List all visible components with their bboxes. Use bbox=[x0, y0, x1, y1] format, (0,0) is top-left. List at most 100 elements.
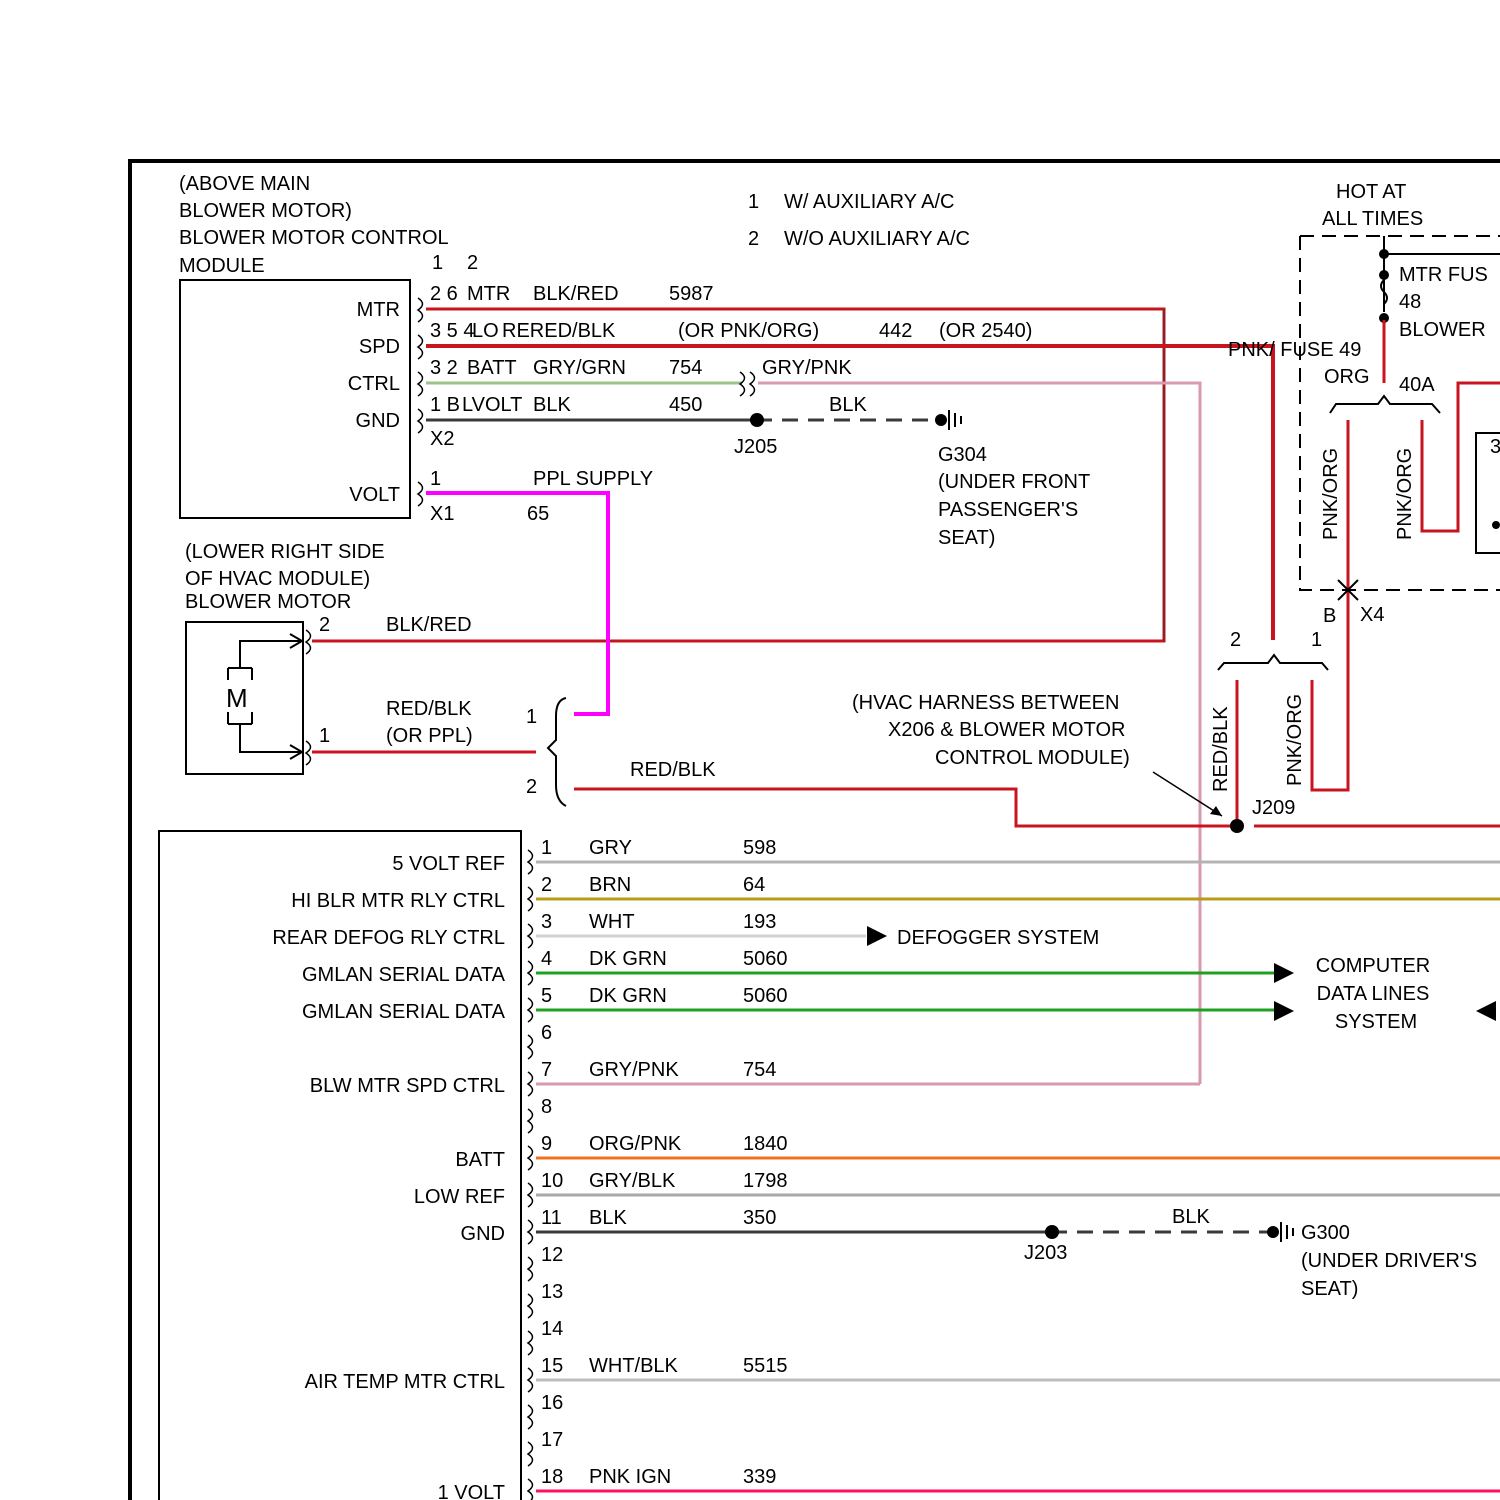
hvac-wire-color: ORG/PNK bbox=[589, 1133, 682, 1155]
hvac-connector-mark bbox=[528, 1220, 533, 1244]
connector-x4-label: X4 bbox=[1360, 604, 1384, 626]
partial-component-label: 3 bbox=[1490, 436, 1500, 458]
wire-gnd-circuit: 450 bbox=[669, 394, 702, 416]
blower-motor-location-1: (LOWER RIGHT SIDE bbox=[185, 541, 385, 563]
blower-connector-pin-2: 2 bbox=[526, 776, 537, 798]
hvac-pin-number: 15 bbox=[541, 1355, 563, 1377]
harness-note-arrowhead bbox=[1210, 806, 1222, 816]
harness-bracket bbox=[1218, 655, 1328, 670]
connector-b-label: B bbox=[1323, 605, 1336, 627]
bmcm-pin-mtr: MTR bbox=[357, 299, 400, 321]
fuse-hot-line1: HOT AT bbox=[1336, 181, 1406, 203]
fuse-48-dot-top bbox=[1379, 270, 1389, 280]
g300-name: G300 bbox=[1301, 1222, 1350, 1244]
hvac-pin-label: REAR DEFOG RLY CTRL bbox=[272, 927, 505, 949]
hvac-pin-label: LOW REF bbox=[414, 1186, 505, 1208]
blower-motor-connector-marks bbox=[306, 630, 311, 765]
fuse-org-label: ORG bbox=[1324, 366, 1370, 388]
hvac-pin-label: AIR TEMP MTR CTRL bbox=[305, 1371, 505, 1393]
hvac-connector-mark bbox=[528, 850, 533, 874]
hvac-connector-mark bbox=[528, 998, 533, 1022]
hvac-pin-label: HI BLR MTR RLY CTRL bbox=[291, 890, 505, 912]
blower-motor-pin-2: 2 bbox=[319, 614, 330, 636]
hvac-connector-mark bbox=[528, 961, 533, 985]
fuse-40a-label: 40A bbox=[1399, 374, 1435, 396]
bmcm-location-line2: BLOWER MOTOR) bbox=[179, 200, 352, 222]
splice-j209-label: J209 bbox=[1252, 797, 1295, 819]
wire-spd-pins: 3 5 4 bbox=[430, 320, 474, 342]
hvac-row: 6 bbox=[528, 1022, 552, 1059]
hvac-wire-circuit: 1798 bbox=[743, 1170, 788, 1192]
wire-spd-alt-color: (OR PNK/ORG) bbox=[678, 320, 819, 342]
splice-j205-dot bbox=[750, 413, 764, 427]
hvac-pin-label: BLW MTR SPD CTRL bbox=[310, 1075, 505, 1097]
harness-pin-1: 1 bbox=[1311, 629, 1322, 651]
wire-ctrl-color: GRY/GRN bbox=[533, 357, 626, 379]
harness-note-line1: (HVAC HARNESS BETWEEN bbox=[852, 692, 1119, 714]
g304-location-1: (UNDER FRONT bbox=[938, 471, 1090, 493]
hvac-pin-number: 16 bbox=[541, 1392, 563, 1414]
blower-motor-leads bbox=[240, 641, 303, 752]
hvac-pin-number: 10 bbox=[541, 1170, 563, 1192]
wire-gnd-pins: 1 B bbox=[430, 394, 460, 416]
hvac-wire-circuit: 5515 bbox=[743, 1355, 788, 1377]
hvac-connector-mark bbox=[528, 887, 533, 911]
inline-connector-mark bbox=[740, 372, 755, 396]
hvac-pin-number: 8 bbox=[541, 1096, 552, 1118]
hvac-connector-mark bbox=[528, 1072, 533, 1096]
hvac-connector-mark bbox=[528, 1479, 533, 1500]
data-lines-label-3: SYSTEM bbox=[1335, 1011, 1417, 1033]
hvac-wire-circuit: 598 bbox=[743, 837, 776, 859]
ground-g300-dot bbox=[1267, 1226, 1279, 1238]
fuse-mtr-label: MTR FUS bbox=[1399, 264, 1488, 286]
connector-mark-mtr bbox=[418, 298, 423, 322]
hvac-connector-mark bbox=[528, 1368, 533, 1392]
hvac-pin-number: 1 bbox=[541, 837, 552, 859]
hvac-row: 12 bbox=[528, 1244, 563, 1281]
harness-pnk-org-label: PNK/ORG bbox=[1284, 694, 1306, 786]
hvac-connector-mark bbox=[528, 1109, 533, 1133]
splice-j209-dot bbox=[1230, 819, 1244, 833]
defogger-arrow-icon bbox=[867, 926, 887, 946]
bmcm-column-1: 1 bbox=[432, 252, 443, 274]
note-2-text: W/O AUXILIARY A/C bbox=[784, 228, 970, 250]
blower-connector-pin-1: 1 bbox=[526, 706, 537, 728]
wire-gnd-far-color: BLK bbox=[829, 394, 867, 416]
hvac-row: 4DK GRN5060GMLAN SERIAL DATA bbox=[302, 948, 1274, 986]
wire-gnd-label: LVOLT bbox=[462, 394, 522, 416]
blower-motor: (LOWER RIGHT SIDE OF HVAC MODULE) BLOWER… bbox=[185, 541, 716, 806]
wire-ctrl-circuit: 754 bbox=[669, 357, 702, 379]
hvac-wire-circuit: 193 bbox=[743, 911, 776, 933]
defogger-label: DEFOGGER SYSTEM bbox=[897, 927, 1099, 949]
blower-motor-pin-1-alt: (OR PPL) bbox=[386, 725, 473, 747]
wire-volt-label: PPL SUPPLY bbox=[533, 468, 653, 490]
blower-motor-location-2: OF HVAC MODULE) bbox=[185, 568, 370, 590]
hvac-row: 14 bbox=[528, 1318, 563, 1355]
g300-location-1: (UNDER DRIVER'S bbox=[1301, 1250, 1477, 1272]
note-1-text: W/ AUXILIARY A/C bbox=[784, 191, 954, 213]
wire-gnd-color: BLK bbox=[533, 394, 571, 416]
hvac-wire-color: PNK IGN bbox=[589, 1466, 671, 1488]
blower-motor-pin-1: 1 bbox=[319, 725, 330, 747]
connector-mark-ctrl bbox=[418, 372, 423, 396]
hvac-wire-color: GRY/BLK bbox=[589, 1170, 676, 1192]
hvac-pin-number: 5 bbox=[541, 985, 552, 1007]
fuse-blower-label: BLOWER bbox=[1399, 319, 1486, 341]
hvac-wire-circuit: 5060 bbox=[743, 948, 788, 970]
wire-ctrl-label: BATT bbox=[467, 357, 517, 379]
fuse-block: HOT AT ALL TIMES MTR FUS 48 BLOWER PNK/ … bbox=[1228, 181, 1500, 790]
hvac-wire-color: DK GRN bbox=[589, 985, 667, 1007]
ground-g304-icon bbox=[949, 410, 961, 430]
hvac-wire-color: WHT bbox=[589, 911, 635, 933]
bmcm-pin-spd: SPD bbox=[359, 336, 400, 358]
hvac-row: 11BLK350GND bbox=[461, 1207, 1051, 1245]
hvac-pin-number: 3 bbox=[541, 911, 552, 933]
hvac-connector-mark bbox=[528, 1035, 533, 1059]
fuse-bus-dot bbox=[1379, 249, 1389, 259]
hvac-pin-number: 6 bbox=[541, 1022, 552, 1044]
